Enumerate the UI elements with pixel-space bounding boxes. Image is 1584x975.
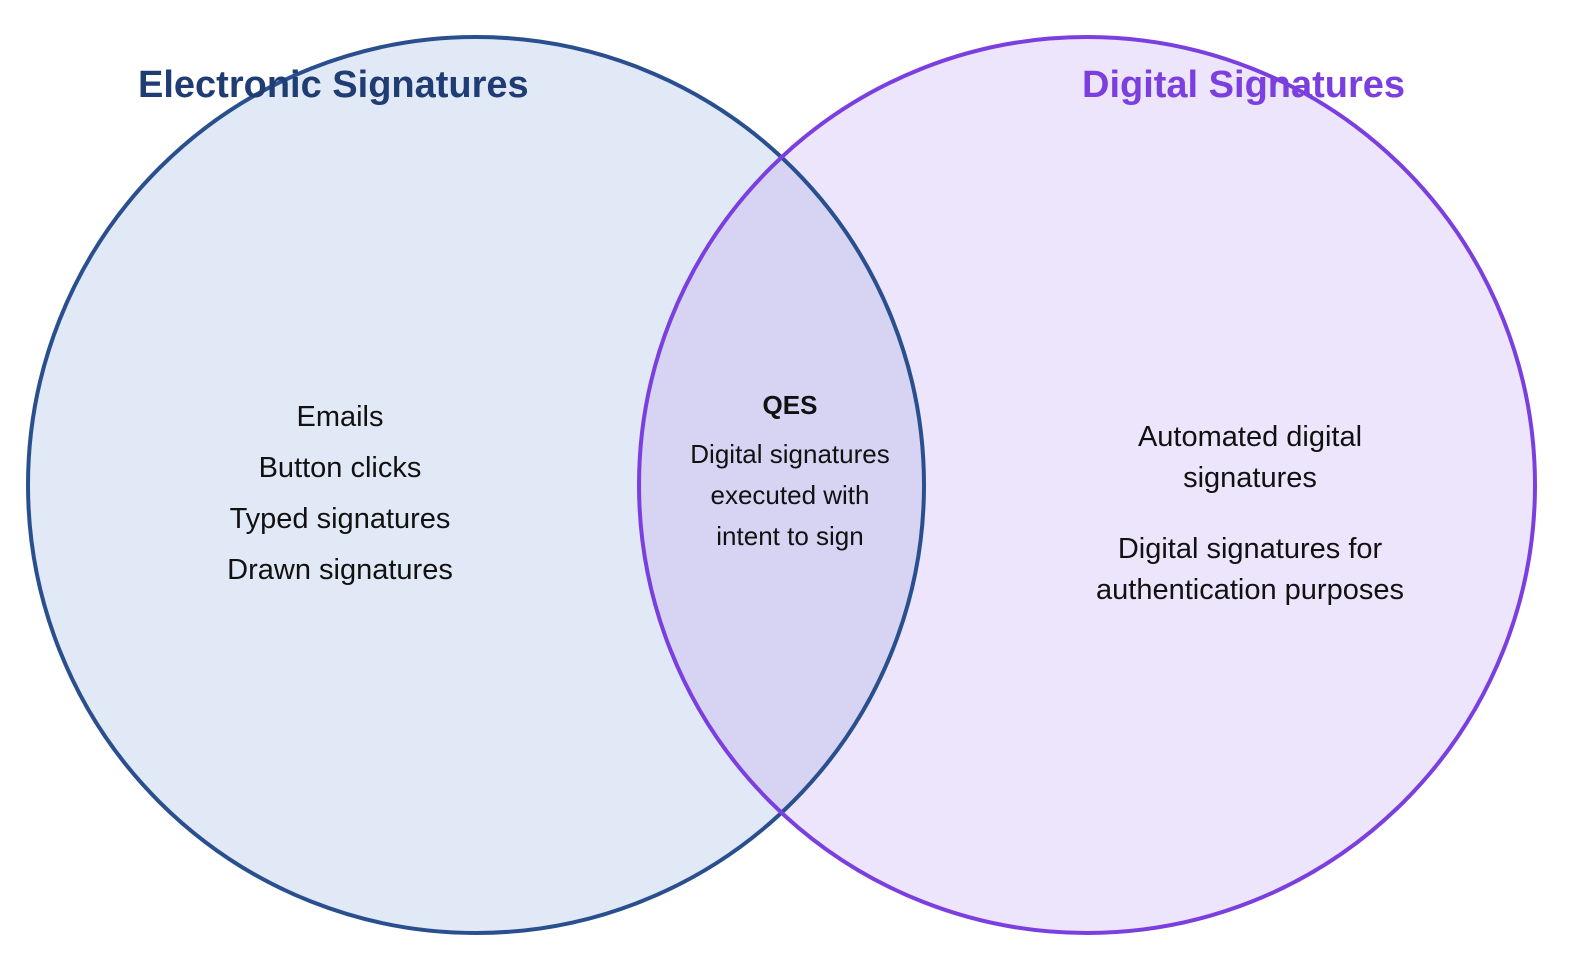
qes-heading: QES <box>762 390 818 420</box>
digital-signatures-title: Digital Signatures <box>1082 64 1406 106</box>
electronic-signatures-list: Emails Button clicks Typed signatures Dr… <box>190 392 490 596</box>
electronic-signatures-title: Electronic Signatures <box>138 64 529 106</box>
list-item: Button clicks <box>258 452 422 484</box>
qes-description: Digital signatures executed with intent … <box>690 439 890 551</box>
list-item: Digital signatures for authentication pu… <box>1096 533 1404 606</box>
digital-signatures-circle-outline <box>637 35 1537 935</box>
list-item: Typed signatures <box>229 503 451 535</box>
qes-overlap-content: QES Digital signatures executed with int… <box>650 388 930 557</box>
list-item: Automated digital signatures <box>1137 421 1363 494</box>
list-item: Drawn signatures <box>227 554 453 586</box>
digital-signatures-list: Automated digital signatures Digital sig… <box>1050 417 1450 641</box>
electronic-signatures-circle-outline <box>26 35 926 935</box>
list-item: Emails <box>296 401 384 433</box>
